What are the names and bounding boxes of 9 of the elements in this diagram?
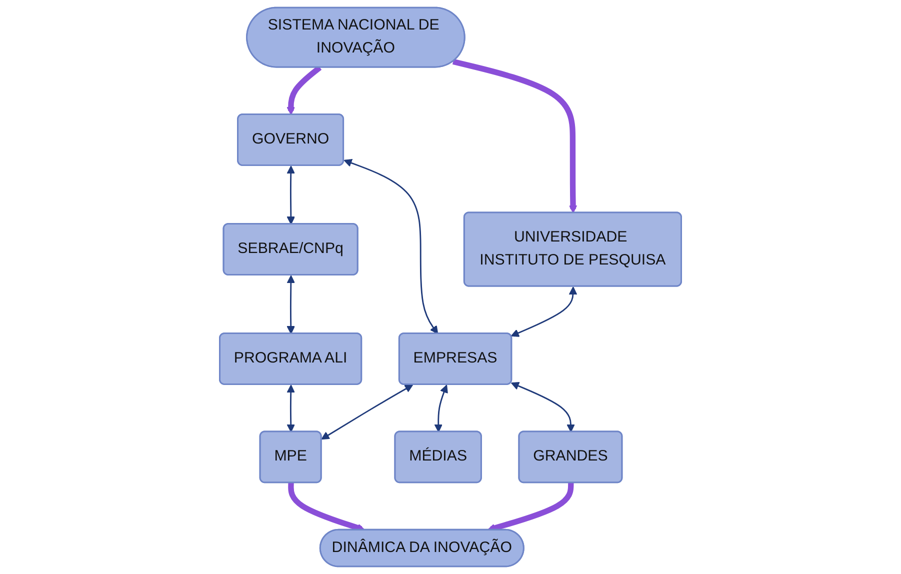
arrow [321,384,414,440]
arrow [286,166,296,225]
arrow [434,384,448,432]
arrow [286,384,296,432]
arrow [510,286,578,337]
arrow [510,382,575,432]
arrow [344,158,438,334]
arrow [286,275,296,334]
arrow [452,58,578,214]
